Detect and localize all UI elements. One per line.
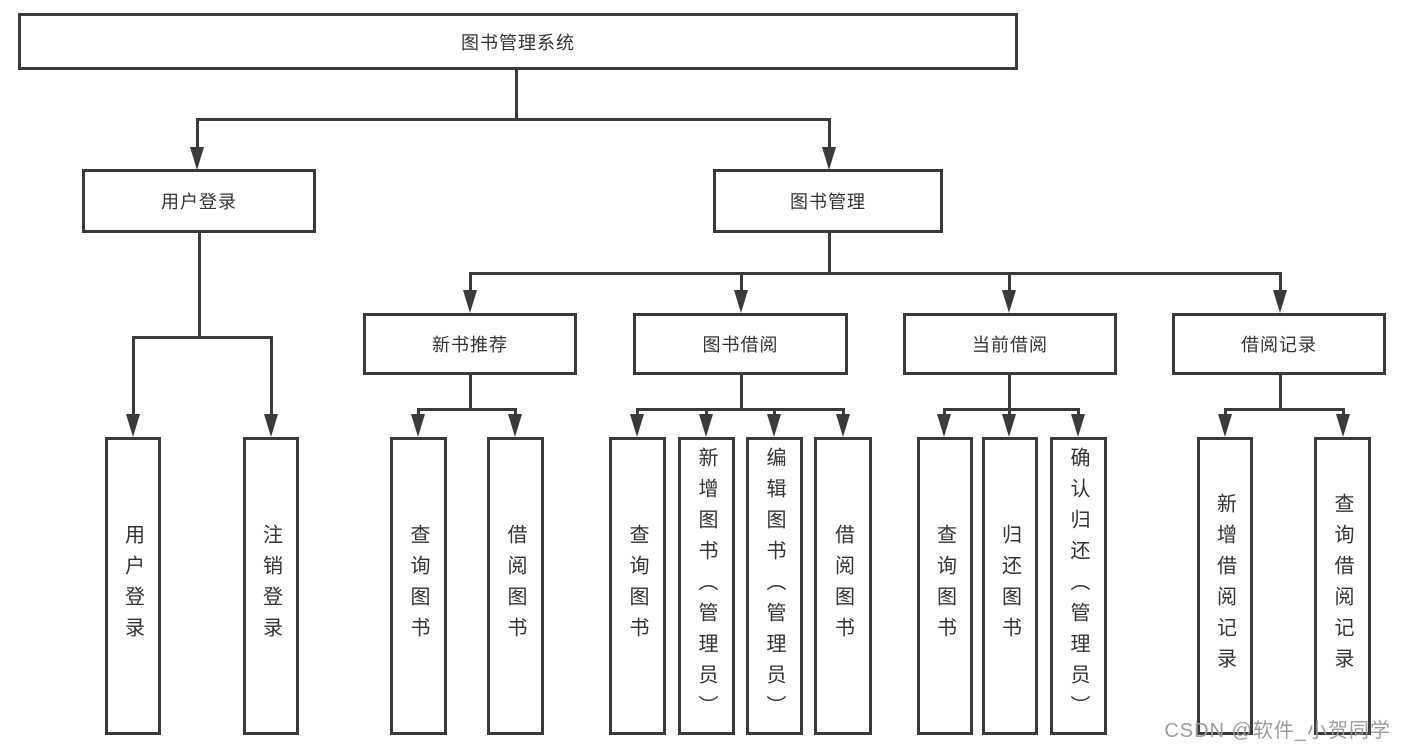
node-new-book-recommend: 新书推荐	[363, 313, 577, 375]
leaf-newbook-borrow-books: 借阅图书	[487, 437, 544, 735]
arrow-down-icon	[822, 147, 836, 170]
connector-line	[270, 336, 273, 416]
connector-line	[418, 408, 516, 411]
csdn-watermark: CSDN @软件_小贺同学	[1164, 720, 1391, 742]
connector-line	[637, 408, 844, 411]
connector-line	[740, 272, 743, 293]
arrow-down-icon	[1002, 290, 1016, 313]
connector-line	[944, 408, 1079, 411]
arrow-down-icon	[126, 414, 140, 437]
leaf-records-add-record: 新增借阅记录	[1197, 437, 1253, 735]
node-current-borrow: 当前借阅	[903, 313, 1117, 375]
node-user-login: 用户登录	[82, 169, 316, 233]
leaf-logout: 注销登录	[243, 437, 299, 735]
connector-line	[842, 408, 845, 417]
leaf-current-confirm-return-admin: 确认归还（管理员）	[1050, 437, 1107, 735]
arrow-down-icon	[411, 414, 425, 437]
connector-line	[469, 375, 472, 409]
connector-line	[828, 118, 831, 151]
connector-line	[1224, 408, 1227, 417]
node-book-management: 图书管理	[713, 169, 943, 233]
arrow-down-icon	[190, 147, 204, 170]
connector-line	[1077, 408, 1080, 417]
leaf-borrow-edit-books-admin: 编辑图书（管理员）	[746, 437, 803, 735]
connector-line	[133, 336, 273, 339]
arrow-down-icon	[508, 414, 522, 437]
arrow-down-icon	[1218, 414, 1232, 437]
connector-line	[470, 272, 1281, 275]
node-book-borrow: 图书借阅	[633, 313, 848, 375]
leaf-user-login: 用户登录	[105, 437, 161, 735]
arrow-down-icon	[1273, 290, 1287, 313]
connector-line	[740, 375, 743, 409]
connector-line	[1279, 272, 1282, 293]
leaf-newbook-search-books: 查询图书	[390, 437, 447, 735]
leaf-borrow-add-books-admin: 新增图书（管理员）	[678, 437, 735, 735]
leaf-borrow-borrow-books: 借阅图书	[814, 437, 872, 735]
arrow-down-icon	[1071, 414, 1085, 437]
arrow-down-icon	[699, 414, 713, 437]
connector-line	[1342, 408, 1345, 417]
node-library-management-system: 图书管理系统	[18, 13, 1018, 70]
connector-line	[1008, 375, 1011, 409]
connector-line	[943, 408, 946, 417]
node-borrow-records: 借阅记录	[1172, 313, 1386, 375]
connector-line	[636, 408, 639, 417]
connector-line	[1008, 408, 1011, 417]
leaf-borrow-search-books: 查询图书	[609, 437, 666, 735]
arrow-down-icon	[836, 414, 850, 437]
connector-line	[515, 70, 518, 119]
arrow-down-icon	[630, 414, 644, 437]
connector-line	[1279, 375, 1282, 409]
connector-line	[198, 233, 201, 337]
arrow-down-icon	[1002, 414, 1016, 437]
connector-line	[196, 118, 199, 151]
connector-line	[514, 408, 517, 417]
arrow-down-icon	[264, 414, 278, 437]
connector-line	[1008, 272, 1011, 293]
arrow-down-icon	[734, 290, 748, 313]
connector-line	[469, 272, 472, 293]
arrow-down-icon	[463, 290, 477, 313]
leaf-current-return-books: 归还图书	[982, 437, 1038, 735]
arrow-down-icon	[767, 414, 781, 437]
connector-line	[773, 408, 776, 417]
connector-line	[132, 336, 135, 416]
connector-line	[417, 408, 420, 417]
leaf-current-search-books: 查询图书	[917, 437, 973, 735]
connector-line	[828, 233, 831, 274]
connector-line	[1225, 408, 1344, 411]
connector-line	[705, 408, 708, 417]
arrow-down-icon	[1336, 414, 1350, 437]
leaf-records-search-record: 查询借阅记录	[1314, 437, 1371, 735]
connector-line	[197, 118, 831, 121]
arrow-down-icon	[937, 414, 951, 437]
